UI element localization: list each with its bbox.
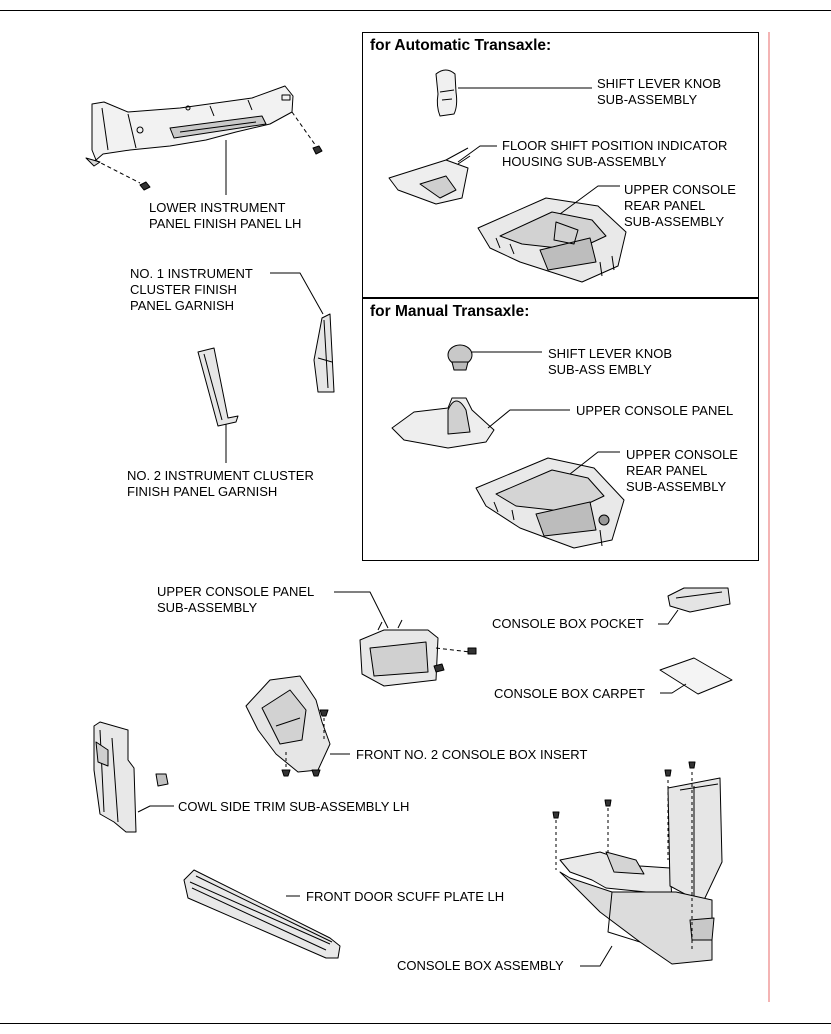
label-cowl-side-trim: COWL SIDE TRIM SUB-ASSEMBLY LH: [178, 799, 410, 814]
console-box-assembly-drawing: [555, 772, 723, 965]
shift-knob-manual-drawing: [447, 344, 473, 371]
manual-transaxle-header: for Manual Transaxle:: [370, 303, 530, 320]
label-console-box-carpet: CONSOLE BOX CARPET: [494, 686, 645, 701]
screw-icon: [664, 769, 672, 777]
bottom-rule: [0, 1023, 831, 1024]
transaxle-variants-box: [362, 32, 759, 561]
label-upper-console-panel-sub: UPPER CONSOLE PANEL SUB-ASSEMBLY: [157, 584, 315, 615]
label-shift-knob-automatic: SHIFT LEVER KNOB SUB-ASSEMBLY: [597, 76, 722, 107]
clip-icon: [433, 663, 445, 673]
screw-icon: [688, 761, 696, 769]
label-lower-instrument-panel: LOWER INSTRUMENT PANEL FINISH PANEL LH: [149, 200, 302, 231]
cowl-side-trim-drawing: [93, 721, 137, 833]
console-box-pocket-drawing: [667, 587, 731, 613]
automatic-transaxle-header: for Automatic Transaxle:: [370, 37, 552, 54]
margin-line: [768, 32, 770, 1002]
variants-divider: [362, 297, 759, 299]
shift-knob-automatic-drawing: [435, 69, 458, 117]
label-no1-garnish: NO. 1 INSTRUMENT CLUSTER FINISH PANEL GA…: [130, 266, 253, 313]
lower-instrument-panel-drawing: [85, 85, 317, 184]
top-rule: [0, 10, 831, 11]
label-shift-knob-manual: SHIFT LEVER KNOB SUB-ASS EMBLY: [548, 346, 673, 377]
upper-console-panel-sub-drawing: [359, 619, 471, 687]
screw-icon: [552, 811, 560, 819]
no1-garnish-drawing: [313, 313, 335, 393]
label-no2-garnish: NO. 2 INSTRUMENT CLUSTER FINISH PANEL GA…: [127, 468, 314, 499]
screw-icon: [319, 709, 329, 717]
label-console-box-pocket: CONSOLE BOX POCKET: [492, 616, 644, 631]
clip-icon: [155, 773, 169, 787]
upper-console-panel-manual-drawing: [391, 397, 495, 449]
screw-icon: [604, 799, 612, 807]
rear-panel-manual-drawing: [475, 457, 625, 549]
label-rear-panel-automatic: UPPER CONSOLE REAR PANEL SUB-ASSEMBLY: [624, 182, 736, 229]
label-console-box-assembly: CONSOLE BOX ASSEMBLY: [397, 958, 564, 973]
screw-icon: [312, 145, 323, 155]
console-box-carpet-drawing: [659, 657, 733, 695]
indicator-housing-drawing: [388, 147, 471, 205]
front-no2-insert-drawing: [245, 675, 331, 773]
screw-icon: [281, 769, 291, 777]
label-rear-panel-manual: UPPER CONSOLE REAR PANEL SUB-ASSEMBLY: [626, 447, 738, 494]
screw-icon: [139, 181, 151, 191]
rear-panel-automatic-drawing: [477, 197, 627, 283]
screw-icon: [467, 647, 477, 655]
label-front-no2-insert: FRONT NO. 2 CONSOLE BOX INSERT: [356, 747, 588, 762]
label-indicator-housing: FLOOR SHIFT POSITION INDICATOR HOUSING S…: [502, 138, 728, 169]
front-door-scuff-drawing: [183, 869, 341, 959]
label-front-door-scuff: FRONT DOOR SCUFF PLATE LH: [306, 889, 505, 904]
label-upper-console-panel: UPPER CONSOLE PANEL: [576, 403, 734, 418]
screw-icon: [311, 769, 321, 777]
no2-garnish-drawing: [197, 347, 239, 427]
